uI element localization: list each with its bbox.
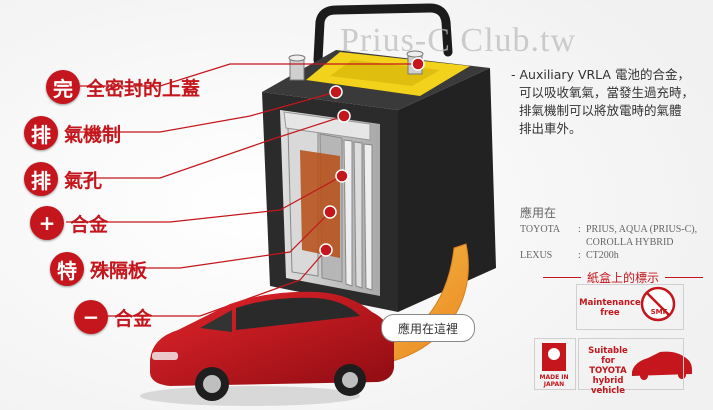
suitable-hybrid-text: Suitable for TOYOTA hybrid vehicle: [588, 346, 628, 396]
models: CT200h: [586, 250, 619, 261]
description-line: 排出車外。: [519, 121, 582, 136]
label-badge: 特: [50, 252, 84, 286]
smf-card-icon: [640, 286, 676, 322]
label-text: 全密封的上蓋: [86, 77, 201, 100]
application-callout: 應用在這裡: [381, 314, 475, 342]
japan-flag-icon: [542, 343, 566, 371]
application-row: TOYOTA : PRIUS, AQUA (PRIUS-C),: [520, 224, 698, 235]
hybrid-car-icon: [632, 351, 692, 380]
applications: 應用在 TOYOTA : PRIUS, AQUA (PRIUS-C), CORO…: [520, 204, 697, 262]
label-negative-alloy: − 合金: [74, 300, 152, 334]
label-text: 氣孔: [64, 169, 103, 192]
application-row: LEXUS : CT200h: [520, 250, 619, 261]
application-row: COROLLA HYBRID: [520, 236, 697, 249]
label-special-separator: 特 殊隔板: [50, 252, 147, 286]
description-line: 可以吸收氧氣，當發生過充時，: [519, 85, 695, 100]
models: COROLLA HYBRID: [586, 237, 674, 248]
label-text: 合金: [114, 307, 153, 330]
made-in-japan-text: MADE IN JAPAN: [539, 374, 569, 388]
battery-side: [398, 68, 496, 312]
label-text: 殊隔板: [90, 259, 148, 282]
label-sealed-lid: 完 全密封的上蓋: [46, 70, 200, 104]
made-in-japan-card: [534, 338, 576, 390]
watermark: Prius-C Club.tw: [340, 22, 577, 59]
label-badge: 排: [24, 116, 58, 150]
description-line: 排氣機制可以將放電時的氣體: [519, 103, 682, 118]
marker-dots: [319, 57, 425, 257]
car-illustration: [140, 291, 394, 406]
separator-plate: [300, 150, 340, 258]
models: PRIUS, AQUA (PRIUS-C),: [586, 224, 698, 235]
label-badge: 排: [24, 162, 58, 196]
label-text: 氣機制: [64, 123, 122, 146]
brand: TOYOTA: [520, 224, 561, 235]
label-text: 合金: [70, 213, 109, 236]
maintenance-free-text: Maintenance free: [579, 298, 641, 318]
box-labels-title: 紙盒上的標示: [537, 269, 709, 286]
box-labels-title-text: 紙盒上的標示: [587, 271, 660, 285]
smf-icon-text: SMF: [650, 308, 668, 316]
suitable-hybrid-card: [578, 338, 684, 390]
label-badge: +: [30, 206, 64, 240]
label-badge: 完: [46, 70, 80, 104]
maintenance-free-card: [576, 284, 684, 330]
label-positive-alloy: + 合金: [30, 206, 108, 240]
applications-heading: 應用在: [520, 206, 557, 220]
label-vent-hole: 排 氣孔: [24, 162, 102, 196]
label-vent-mechanism: 排 氣機制: [24, 116, 121, 150]
label-badge: −: [74, 300, 108, 334]
description-line: - Auxiliary VRLA 電池的合金，: [511, 67, 690, 82]
brand: LEXUS: [520, 250, 553, 261]
leader-lines: [66, 63, 418, 317]
battery-handle: [313, 3, 453, 65]
description: - Auxiliary VRLA 電池的合金， 可以吸收氧氣，當發生過充時， 排…: [511, 66, 706, 138]
